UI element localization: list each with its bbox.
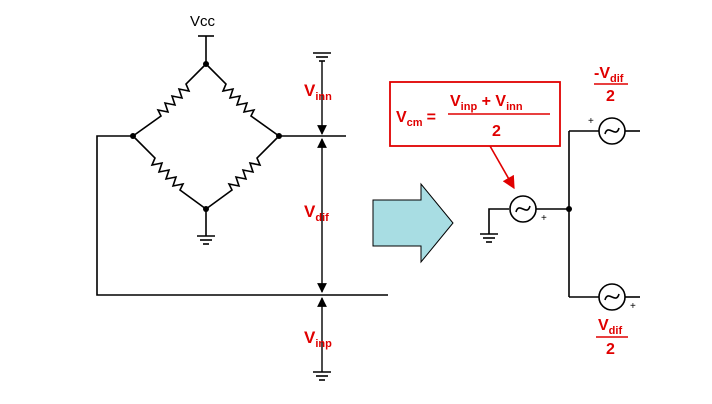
resistor-top-left-icon (132, 63, 207, 137)
inp-output-wire (96, 135, 388, 296)
vcm-formula-denominator: 2 (492, 123, 501, 140)
v-dif-label: Vdif (304, 202, 329, 224)
vcm-plus-sign: + (541, 213, 547, 224)
bridge-ground-icon (197, 235, 215, 245)
v-inn-label: Vinn (304, 81, 332, 103)
resistor-bottom-right-icon (205, 135, 280, 210)
bottom-source-plus-sign: + (630, 301, 636, 312)
v-inp-label: Vinp (304, 328, 332, 350)
vcm-ground-wire (488, 208, 509, 234)
neg-vdif-half-numerator: -Vdif (594, 65, 624, 85)
pos-vdif-half-denominator: 2 (606, 341, 615, 358)
vcm-ground-icon (480, 233, 498, 243)
top-ac-source-icon (598, 117, 626, 145)
transform-block-arrow-icon (372, 182, 454, 264)
vcm-ac-source-icon (509, 195, 537, 223)
pos-vdif-half-numerator: Vdif (598, 317, 622, 337)
bottom-ac-source-icon (598, 283, 626, 311)
vcm-formula-lhs: Vcm= (396, 109, 436, 129)
top-source-plus-sign: + (588, 116, 594, 127)
vcm-pointer-arrow (489, 145, 515, 190)
resistor-top-right-icon (205, 63, 280, 137)
bottom-reference-ground-icon (313, 371, 331, 381)
vcc-label: Vcc (190, 13, 216, 30)
vcm-formula-numerator: Vinp + Vinn (450, 93, 523, 113)
top-reference-ground-icon (313, 52, 331, 62)
resistor-bottom-left-icon (132, 135, 207, 210)
neg-vdif-half-denominator: 2 (606, 88, 615, 105)
